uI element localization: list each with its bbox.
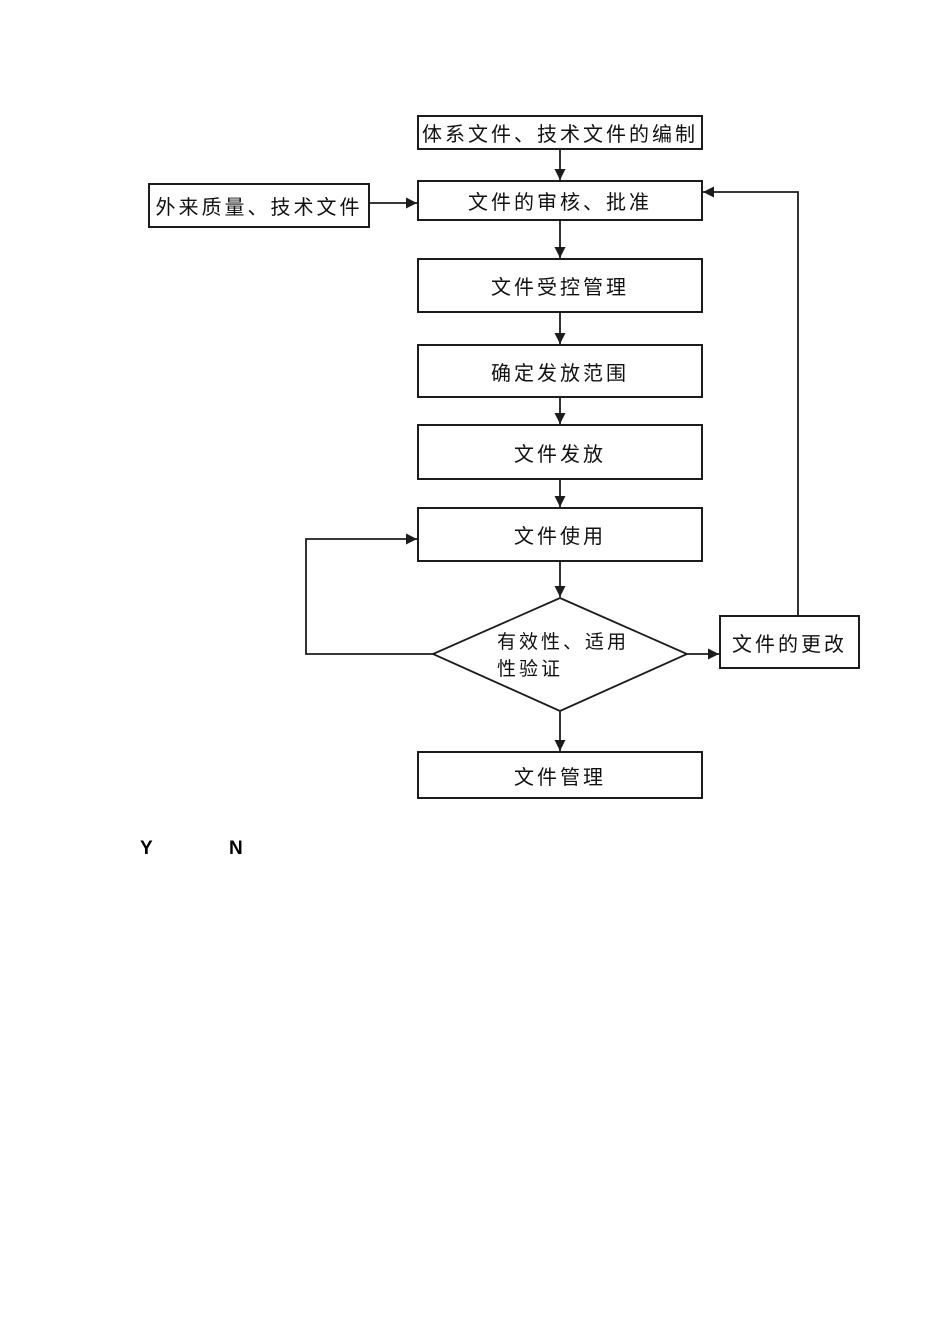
label-no: N [229, 838, 243, 859]
node-distribution-scope: 确定发放范围 [417, 344, 703, 398]
node-controlled-management: 文件受控管理 [417, 258, 703, 313]
node-compile-documents: 体系文件、技术文件的编制 [417, 115, 703, 150]
connector-change-loop-to-review [703, 186, 799, 615]
label-yes: Y [140, 838, 153, 859]
node-document-management: 文件管理 [417, 751, 703, 799]
node-external-documents: 外来质量、技术文件 [148, 183, 370, 228]
node-document-distribution: 文件发放 [417, 424, 703, 480]
verify-label-line2: 性验证 [497, 659, 564, 680]
connector-verify-loop-to-use [305, 533, 433, 655]
node-validity-verification-label: 有效性、适用 性验证 [497, 629, 647, 683]
node-document-use: 文件使用 [417, 507, 703, 562]
verify-label-line1: 有效性、适用 [497, 632, 630, 653]
node-document-change: 文件的更改 [719, 615, 860, 669]
node-review-approve: 文件的审核、批准 [417, 180, 703, 221]
